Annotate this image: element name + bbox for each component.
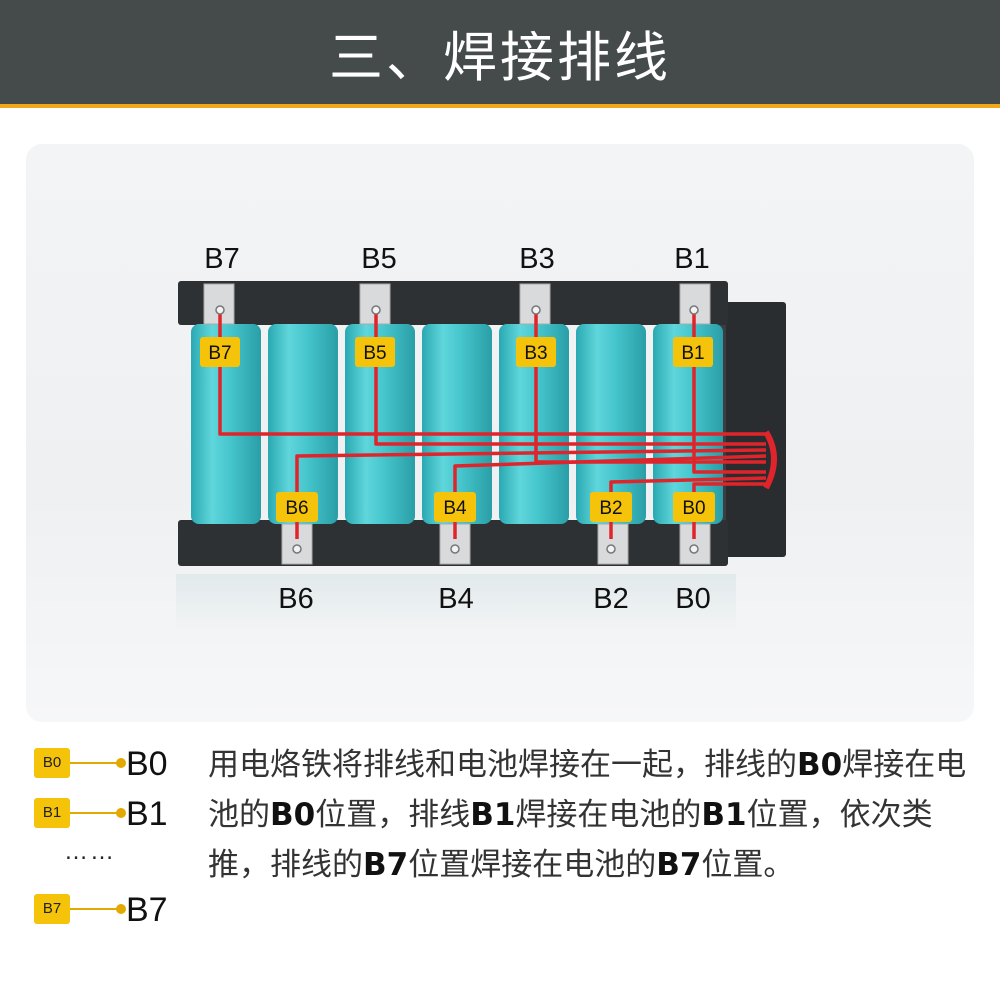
pin-ref: B7 <box>363 847 409 883</box>
legend-connector <box>70 908 120 910</box>
tag-badge <box>355 337 395 367</box>
header-bar: 三、焊接排线 <box>0 0 1000 108</box>
pin-label: B3 <box>519 243 554 275</box>
legend-badge: B1 <box>34 798 70 828</box>
legend-label: B7 <box>126 891 168 929</box>
tag-label: B6 <box>285 498 308 519</box>
top-holder <box>178 281 728 325</box>
legend-connector <box>70 812 120 814</box>
side-board <box>722 302 786 557</box>
tag-badge <box>590 492 632 522</box>
pin-ref: B0 <box>797 747 843 783</box>
cell <box>268 324 338 524</box>
legend-label: B0 <box>126 745 168 783</box>
pin-label: B7 <box>204 243 239 275</box>
text-segment: 焊接在电池的 <box>208 747 967 833</box>
cell <box>653 324 723 524</box>
legend-badge: B7 <box>34 894 70 924</box>
legend-label: B1 <box>126 795 168 833</box>
pin-label: B4 <box>438 583 473 615</box>
top-wire-tags: B7 B5 B3 B1 <box>200 337 713 367</box>
diagram-panel: B7 B5 B3 B1 B6 B4 B2 B0 B7 B5 B3 B1 B6 B… <box>26 144 974 722</box>
text-segment: 位置焊接在电池的 <box>408 847 657 883</box>
tag-label: B1 <box>681 343 704 364</box>
bottom-pin-labels: B6 B4 B2 B0 <box>278 583 710 615</box>
legend-dot <box>116 758 126 768</box>
text-segment: 位置。 <box>701 847 795 883</box>
text-segment: 位置，排线 <box>315 797 471 833</box>
tag-badge <box>276 492 318 522</box>
tag-label: B3 <box>524 343 547 364</box>
text-segment: 用电烙铁将排线和电池焊接在一起，排线的 <box>208 747 797 783</box>
legend-badge: B0 <box>34 748 70 778</box>
pin-ref: B1 <box>701 797 747 833</box>
pin-label: B2 <box>593 583 628 615</box>
pin-ref: B1 <box>470 797 516 833</box>
pin-label: B1 <box>674 243 709 275</box>
solder-point <box>215 305 225 315</box>
tag-badge <box>673 492 715 522</box>
solder-points <box>215 305 699 554</box>
tag-badge <box>516 337 556 367</box>
pin-ref: B0 <box>270 797 316 833</box>
solder-point <box>450 544 460 554</box>
instruction-text: 用电烙铁将排线和电池焊接在一起，排线的B0焊接在电池的B0位置，排线B1焊接在电… <box>208 740 978 890</box>
tag-label: B0 <box>682 498 705 519</box>
page-title: 三、焊接排线 <box>329 25 671 89</box>
wire-bundle-end <box>763 430 777 490</box>
pin-ref: B7 <box>656 847 702 883</box>
text-segment: 位置，依次类推，排线的 <box>208 797 933 883</box>
cell <box>345 324 415 524</box>
cell <box>499 324 569 524</box>
tag-label: B2 <box>599 498 622 519</box>
text-segment: 焊接在电池的 <box>515 797 702 833</box>
tag-badge <box>434 492 476 522</box>
legend-item: B1 B1 <box>34 794 184 834</box>
battery-wiring-diagram: B7 B5 B3 B1 B6 B4 B2 B0 B7 B5 B3 B1 B6 B… <box>176 243 786 634</box>
solder-point <box>689 544 699 554</box>
legend-ellipsis: …… <box>64 838 116 865</box>
solder-point <box>371 305 381 315</box>
solder-point <box>606 544 616 554</box>
solder-point <box>531 305 541 315</box>
cell <box>576 324 646 524</box>
tag-badge <box>200 337 240 367</box>
legend-connector <box>70 762 120 764</box>
legend-dot <box>116 808 126 818</box>
battery-cells <box>191 324 723 524</box>
solder-point <box>292 544 302 554</box>
pin-label: B0 <box>675 583 710 615</box>
tag-label: B7 <box>208 343 231 364</box>
legend-dot <box>116 904 126 914</box>
tag-label: B4 <box>443 498 467 519</box>
tag-label: B5 <box>363 343 386 364</box>
floor-reflection <box>176 574 736 634</box>
legend-item: B0 B0 <box>34 744 184 784</box>
tag-badge <box>673 337 713 367</box>
pin-label: B6 <box>278 583 313 615</box>
solder-point <box>689 305 699 315</box>
cell <box>191 324 261 524</box>
wire-legend: B0 B0 B1 B1 …… B7 B7 <box>34 740 184 940</box>
top-pin-labels: B7 B5 B3 B1 <box>204 243 709 275</box>
pin-label: B5 <box>361 243 396 275</box>
legend-item: B7 B7 <box>34 890 184 930</box>
bottom-wire-tags: B6 B4 B2 B0 <box>276 492 715 522</box>
cell <box>422 324 492 524</box>
tab-b2 <box>597 523 629 565</box>
